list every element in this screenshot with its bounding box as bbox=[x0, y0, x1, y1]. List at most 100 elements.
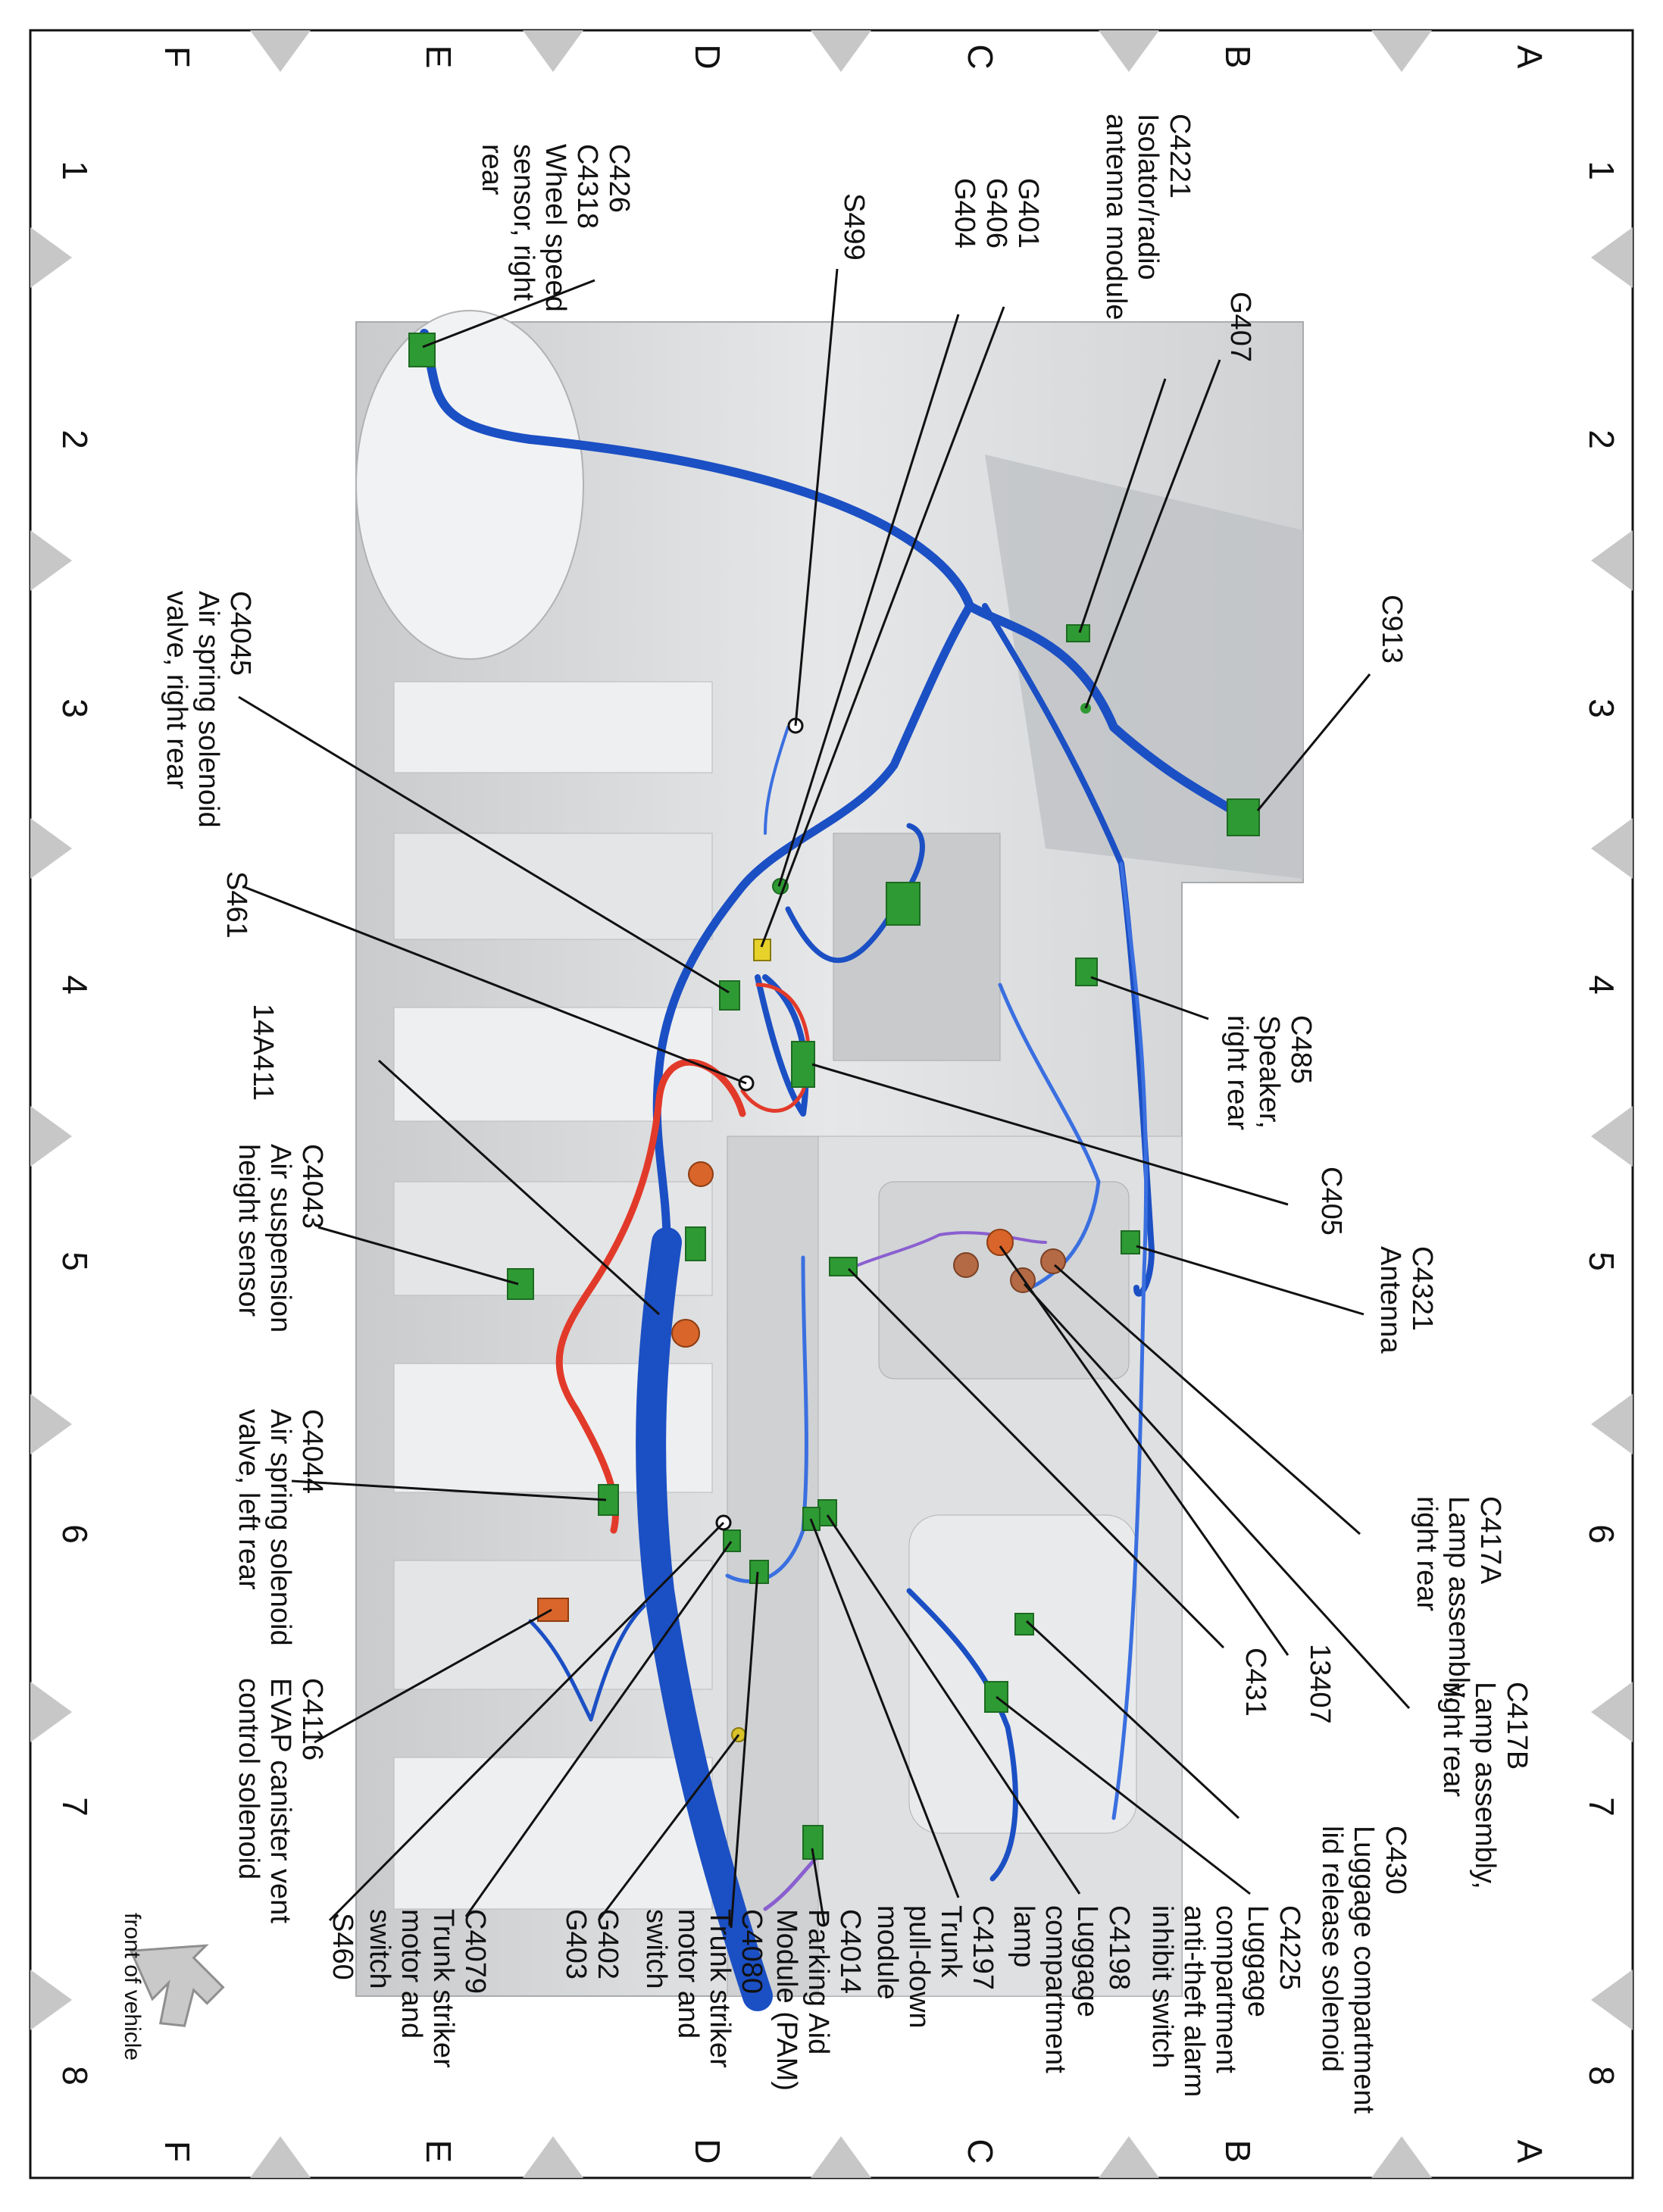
leader-14a411 bbox=[377, 1059, 661, 1316]
harness-red-air bbox=[555, 1058, 746, 1534]
callout-c4321-line-1: C4321 bbox=[1406, 1246, 1438, 1331]
grid-labels: A B C D E F A B C D E F 1 2 3 4 5 6 7 8 … bbox=[55, 44, 1621, 2164]
leader-c431 bbox=[847, 1267, 1225, 1649]
leader-c4116 bbox=[314, 1608, 552, 1744]
connector-green-mid bbox=[685, 1226, 706, 1261]
callout-c417b: C417B Lamp assembly, right rear bbox=[1437, 1682, 1533, 1889]
callout-c4116-line-3: control solenoid bbox=[233, 1678, 264, 1879]
front-arrow-icon bbox=[129, 1944, 225, 2027]
callout-c4044-line-3: valve, left rear bbox=[233, 1409, 264, 1590]
connector-c405 bbox=[791, 1041, 815, 1088]
leader-13407 bbox=[999, 1245, 1289, 1656]
callout-s499-line-1: S499 bbox=[838, 193, 870, 261]
callout-c4044-line-2: Air spring solenoid bbox=[264, 1409, 296, 1646]
callout-c4225: C4225 Luggage compartment anti-theft ala… bbox=[1146, 1905, 1305, 2097]
callout-c4198-line-2: Luggage bbox=[1071, 1905, 1103, 2017]
callout-c430-line-2: Luggage compartment bbox=[1348, 1826, 1380, 2114]
callout-g401: G401 G406 G404 bbox=[949, 178, 1044, 248]
grid-row-bottom-f: F bbox=[158, 2141, 197, 2162]
callout-c426-line-3: Wheel speed bbox=[539, 144, 571, 312]
grid-col-right-5: 5 bbox=[1582, 1251, 1621, 1271]
callout-c4014: C4014 Parking Aid Module (PAM) bbox=[771, 1909, 866, 2091]
grid-col-right-6: 6 bbox=[1582, 1524, 1621, 1544]
grid-row-top-e: E bbox=[419, 45, 458, 69]
callout-c430: C430 Luggage compartment lid release sol… bbox=[1316, 1826, 1411, 2114]
leader-g402 bbox=[597, 1734, 740, 1921]
callout-c4197-line-4: module bbox=[871, 1905, 903, 2000]
callout-c417a-line-3: right rear bbox=[1411, 1496, 1443, 1611]
leader-s460 bbox=[328, 1521, 725, 1922]
callout-c4197-line-3: pull-down bbox=[903, 1905, 935, 2029]
callout-c430-line-3: lid release solenoid bbox=[1316, 1826, 1348, 2072]
leader-c913 bbox=[1256, 673, 1371, 811]
connector-c4321 bbox=[1121, 1230, 1140, 1254]
callout-c485-line-2: Speaker, bbox=[1253, 1015, 1285, 1129]
callout-g401-line-3: G404 bbox=[949, 178, 980, 248]
leader-s499 bbox=[794, 268, 839, 726]
component-air-valve bbox=[671, 1319, 700, 1348]
grid-row-top-c: C bbox=[961, 44, 1000, 69]
callout-c4321-line-2: Antenna bbox=[1374, 1246, 1406, 1354]
callout-g401-line-2: G406 bbox=[980, 178, 1012, 248]
callout-c4045: C4045 Air spring solenoid valve, right r… bbox=[161, 591, 256, 828]
leader-c485 bbox=[1090, 976, 1209, 1020]
callout-c4079-line-3: motor and bbox=[395, 1909, 427, 2039]
callout-c4080: C4080 Trunk striker motor and switch bbox=[640, 1909, 767, 2068]
callout-c4044-line-1: C4044 bbox=[296, 1409, 328, 1494]
grid-row-top-d: D bbox=[688, 44, 727, 69]
leader-c4197 bbox=[809, 1518, 960, 1898]
component-c417a bbox=[1040, 1248, 1066, 1274]
component-13407 bbox=[986, 1229, 1014, 1256]
callout-c405-line-1: C405 bbox=[1315, 1167, 1347, 1236]
harness-s499-branch bbox=[764, 726, 789, 835]
callout-c4014-line-1: C4014 bbox=[834, 1909, 866, 1994]
callout-c485: C485 Speaker, right rear bbox=[1221, 1015, 1317, 1130]
callout-s460: S460 bbox=[327, 1913, 358, 1980]
leader-g401 bbox=[777, 314, 960, 887]
grid-col-right-4: 4 bbox=[1582, 975, 1621, 995]
grid-col-right-8: 8 bbox=[1582, 2066, 1621, 2085]
connector-c485 bbox=[1075, 958, 1098, 986]
callout-labels: C4221 Isolator/radio antenna module G407… bbox=[161, 114, 1533, 2114]
leader-lines bbox=[238, 268, 1411, 1929]
harness-heavy-cable bbox=[636, 1227, 773, 2011]
leader-c417a bbox=[1054, 1264, 1361, 1536]
wiring-harness bbox=[420, 329, 1247, 2011]
grid-col-left-7: 7 bbox=[55, 1797, 95, 1817]
connector-c4198 bbox=[817, 1499, 837, 1526]
grid-row-top-a: A bbox=[1510, 45, 1549, 69]
callout-c417b-line-1: C417B bbox=[1501, 1682, 1533, 1770]
front-of-vehicle-indicator: front of vehicle bbox=[120, 1913, 225, 2060]
callout-c4197-line-2: Trunk bbox=[935, 1905, 967, 1979]
callout-c4080-line-1: C4080 bbox=[736, 1909, 767, 1994]
callout-s461-line-1: S461 bbox=[220, 871, 252, 939]
callout-c430-line-1: C430 bbox=[1380, 1826, 1411, 1895]
callout-c4079: C4079 Trunk striker motor and switch bbox=[364, 1909, 491, 2068]
front-of-vehicle-label: front of vehicle bbox=[120, 1913, 145, 2060]
callout-c426-line-1: C426 bbox=[603, 144, 635, 213]
connector-c4080 bbox=[749, 1560, 769, 1584]
callout-c4045-line-1: C4045 bbox=[224, 591, 256, 676]
callout-c417b-line-2: Lamp assembly, bbox=[1469, 1682, 1501, 1889]
callout-c4080-line-2: Trunk striker bbox=[704, 1909, 736, 2068]
callout-c417a-line-2: Lamp assembly, bbox=[1443, 1496, 1474, 1704]
leader-g404 bbox=[760, 306, 1005, 948]
leader-c4044 bbox=[291, 1479, 607, 1501]
callout-c426: C426 C4318 Wheel speed sensor, right rea… bbox=[476, 144, 635, 312]
callout-c417a: C417A Lamp assembly, right rear bbox=[1411, 1496, 1506, 1704]
callout-c4079-line-2: Trunk striker bbox=[427, 1909, 459, 2068]
leader-c4014 bbox=[811, 1848, 826, 1925]
callout-c4043-line-1: C4043 bbox=[296, 1144, 328, 1229]
connector-c426 bbox=[408, 333, 436, 367]
grid-row-bottom-b: B bbox=[1218, 2140, 1258, 2164]
callout-g407: G407 bbox=[1224, 292, 1256, 362]
grid-col-right-7: 7 bbox=[1582, 1797, 1621, 1817]
callout-c4321: C4321 Antenna bbox=[1374, 1246, 1438, 1354]
callout-c4045-line-3: valve, right rear bbox=[161, 591, 192, 789]
callout-c4080-line-3: motor and bbox=[672, 1909, 704, 2039]
grid-row-bottom-a: A bbox=[1510, 2140, 1549, 2164]
grid-col-left-3: 3 bbox=[55, 698, 95, 718]
callout-c417b-line-3: right rear bbox=[1437, 1682, 1469, 1797]
callout-g402-line-2: G403 bbox=[560, 1909, 592, 1979]
